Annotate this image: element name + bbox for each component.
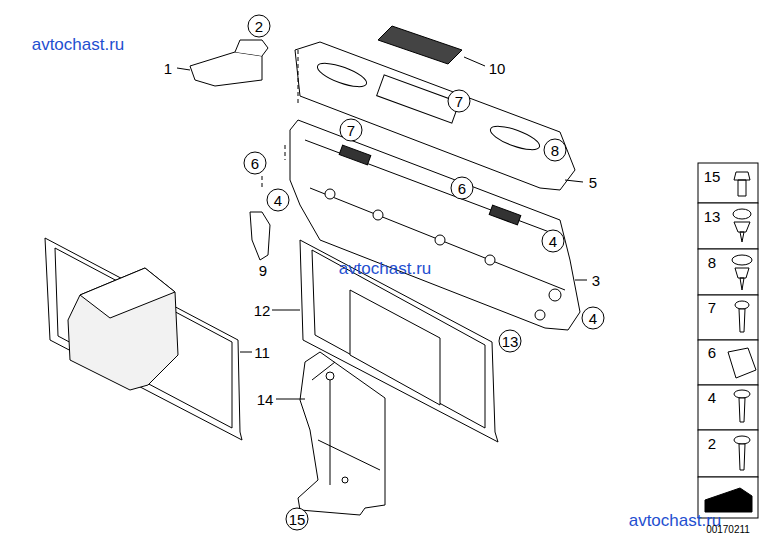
callout-number: 7 <box>347 123 355 138</box>
callout-number: 9 <box>259 263 267 278</box>
callout-number: 7 <box>455 94 463 109</box>
callout-number: 14 <box>257 392 274 407</box>
callout-number: 4 <box>549 234 557 249</box>
callout-number: 2 <box>255 19 263 34</box>
callout-number: 4 <box>708 390 716 405</box>
diagram-number: 00170211 <box>706 525 750 535</box>
watermark: avtochast.ru <box>32 36 125 53</box>
callout-number: 8 <box>708 255 716 270</box>
callout-number: 2 <box>708 436 716 451</box>
callout-number: 12 <box>254 303 271 318</box>
callout-number: 5 <box>589 175 597 190</box>
callout-number: 10 <box>489 61 506 76</box>
callout-number: 15 <box>704 169 721 184</box>
callout-number: 15 <box>289 512 306 527</box>
callout-number: 6 <box>251 156 259 171</box>
watermark: avtochast.ru <box>339 260 432 277</box>
callout-number: 6 <box>458 181 466 196</box>
callout-number: 4 <box>589 311 597 326</box>
callout-number: 1 <box>164 61 172 76</box>
callout-number: 11 <box>254 345 270 360</box>
callout-number: 8 <box>551 143 559 158</box>
callout-number: 6 <box>708 345 716 360</box>
callout-number: 13 <box>704 209 721 224</box>
callout-number: 7 <box>708 300 716 315</box>
callout-number: 3 <box>592 273 600 288</box>
callout-number: 4 <box>274 193 282 208</box>
callout-number: 13 <box>502 334 519 349</box>
